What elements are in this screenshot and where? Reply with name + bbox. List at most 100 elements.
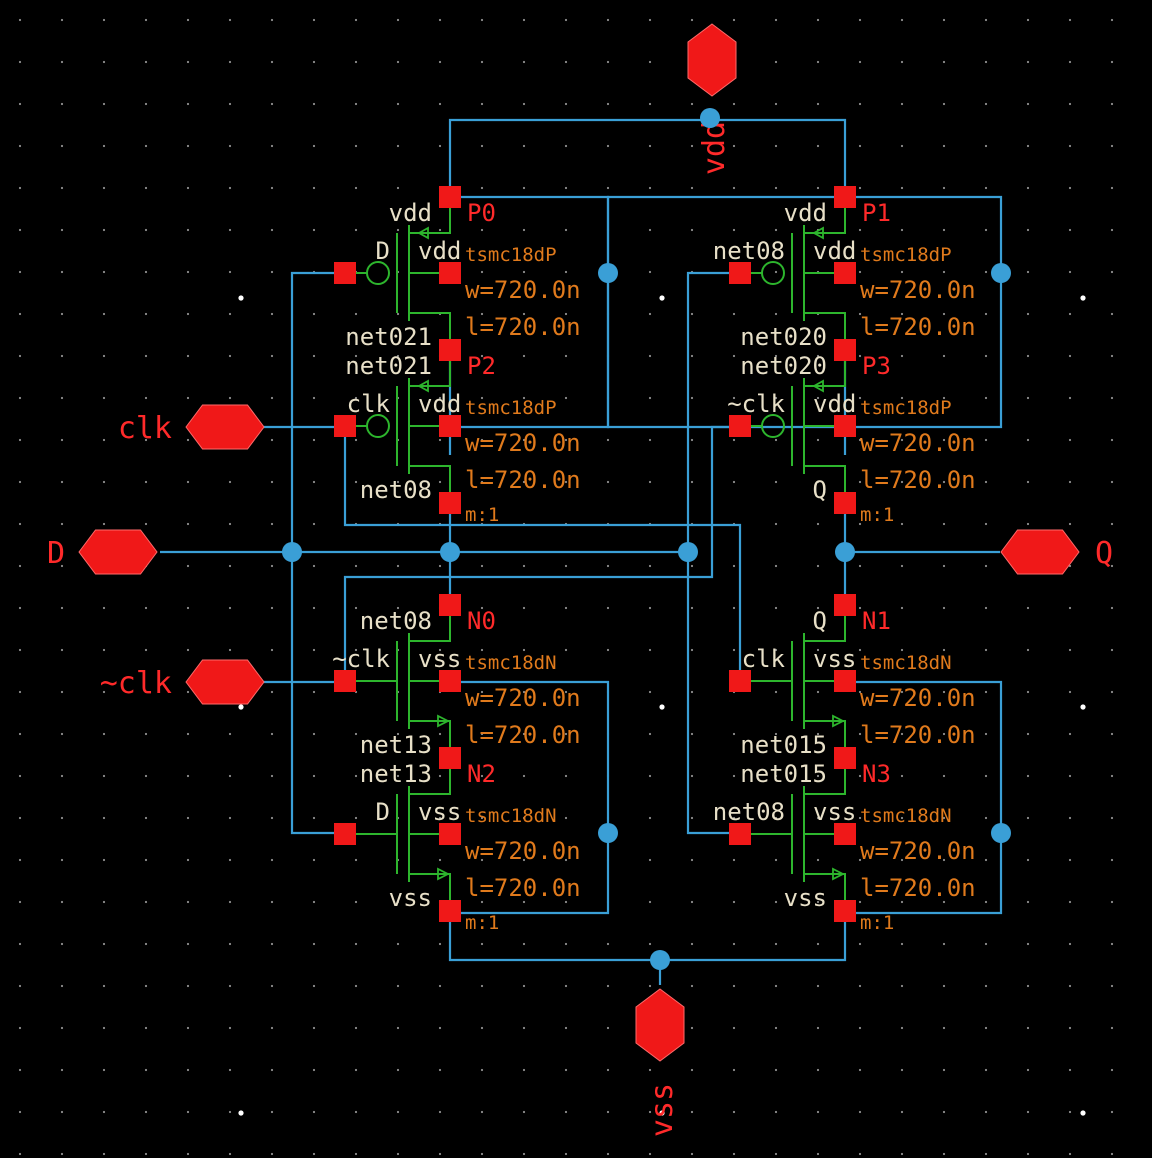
gate-pin[interactable]: [334, 670, 356, 692]
grid-major-dot: [238, 704, 244, 710]
pin-vss-label: vss: [645, 1083, 680, 1137]
gate-bubble: [366, 414, 390, 438]
junction-dot: [835, 542, 855, 562]
instance-name: P3: [862, 352, 891, 380]
gate-pin[interactable]: [334, 823, 356, 845]
wire: [450, 680, 610, 915]
junction-dot: [598, 263, 618, 283]
drain-lead: [804, 616, 846, 642]
drain-pin[interactable]: [439, 186, 461, 208]
pin-d-label: D: [47, 536, 65, 571]
junction-dot: [991, 823, 1011, 843]
instance-name: N2: [467, 760, 496, 788]
drain-pin[interactable]: [439, 339, 461, 361]
pin-q[interactable]: Q: [1000, 529, 1113, 575]
drain-net-label: net13: [360, 760, 432, 788]
pin-clk-shape[interactable]: [185, 404, 265, 450]
grid-major-dots: [238, 295, 1086, 1116]
model-label: tsmc18dP: [860, 397, 952, 419]
wire-junctions: [282, 108, 1011, 970]
bulk-pin[interactable]: [834, 823, 856, 845]
pin-nclk-shape[interactable]: [185, 659, 265, 705]
source-pin[interactable]: [834, 900, 856, 922]
source-pin[interactable]: [439, 492, 461, 514]
grid-major-dot: [238, 1110, 244, 1116]
bulk-pin[interactable]: [834, 670, 856, 692]
junction-dot: [700, 108, 720, 128]
source-pin[interactable]: [834, 492, 856, 514]
pin-d[interactable]: D: [47, 529, 158, 575]
pmos-arrow: [812, 379, 824, 393]
bulk-pin[interactable]: [439, 670, 461, 692]
width-param: w=720.0n: [860, 429, 976, 457]
drain-net-label: vdd: [784, 199, 827, 227]
pin-clk[interactable]: clk: [118, 404, 265, 450]
gate-pin[interactable]: [729, 670, 751, 692]
source-net-label: net13: [360, 731, 432, 759]
source-pin[interactable]: [439, 900, 461, 922]
source-lead: [804, 312, 846, 339]
width-param: w=720.0n: [465, 837, 581, 865]
drain-pin[interactable]: [439, 747, 461, 769]
drain-net-label: net015: [740, 760, 827, 788]
bulk-net-label: vss: [418, 798, 461, 826]
drain-pin[interactable]: [439, 594, 461, 616]
drain-net-label: vdd: [389, 199, 432, 227]
pmos-arrow: [417, 226, 429, 240]
grid-major-dot: [659, 1110, 665, 1116]
gate-net-label: ~clk: [727, 390, 785, 418]
pin-clk-label: clk: [118, 411, 172, 446]
pin-q-shape[interactable]: [1000, 529, 1080, 575]
drain-pin[interactable]: [834, 594, 856, 616]
pin-vdd-label: vdd: [697, 121, 732, 175]
bulk-net-label: vss: [813, 645, 856, 673]
drain-lead: [804, 361, 846, 387]
gate-pin[interactable]: [729, 823, 751, 845]
pin-vss-shape[interactable]: [635, 988, 685, 1062]
gate-net-label: ~clk: [332, 645, 390, 673]
pin-d-shape[interactable]: [78, 529, 158, 575]
junction-dot: [598, 823, 618, 843]
instance-name: P2: [467, 352, 496, 380]
gate-pin[interactable]: [729, 415, 751, 437]
drain-pin[interactable]: [834, 186, 856, 208]
width-param: w=720.0n: [465, 429, 581, 457]
gate-pin[interactable]: [334, 415, 356, 437]
grid-major-dot: [1080, 295, 1086, 301]
width-param: w=720.0n: [465, 684, 581, 712]
pin-vdd[interactable]: vdd: [687, 23, 737, 175]
multiplier-param: m:1: [465, 504, 499, 526]
drain-pin[interactable]: [834, 339, 856, 361]
junction-dot: [440, 542, 460, 562]
bulk-pin[interactable]: [834, 415, 856, 437]
pin-vdd-shape[interactable]: [687, 23, 737, 97]
bulk-pin[interactable]: [439, 823, 461, 845]
gate-bubble: [761, 261, 785, 285]
drain-lead: [804, 769, 846, 795]
drain-lead: [409, 616, 451, 642]
gate-pin[interactable]: [729, 262, 751, 284]
model-label: tsmc18dP: [465, 244, 557, 266]
pin-vss[interactable]: vss: [635, 988, 685, 1137]
bulk-net-label: vdd: [813, 237, 856, 265]
bulk-pin[interactable]: [834, 262, 856, 284]
source-net-label: vss: [389, 884, 432, 912]
pin-nclk[interactable]: ~clk: [100, 659, 265, 705]
gate-pin[interactable]: [334, 262, 356, 284]
nmos-arrow: [832, 867, 846, 881]
drain-pin[interactable]: [834, 747, 856, 769]
bulk-pin[interactable]: [439, 415, 461, 437]
bulk-pin[interactable]: [439, 262, 461, 284]
grid-major-dot: [1080, 1110, 1086, 1116]
